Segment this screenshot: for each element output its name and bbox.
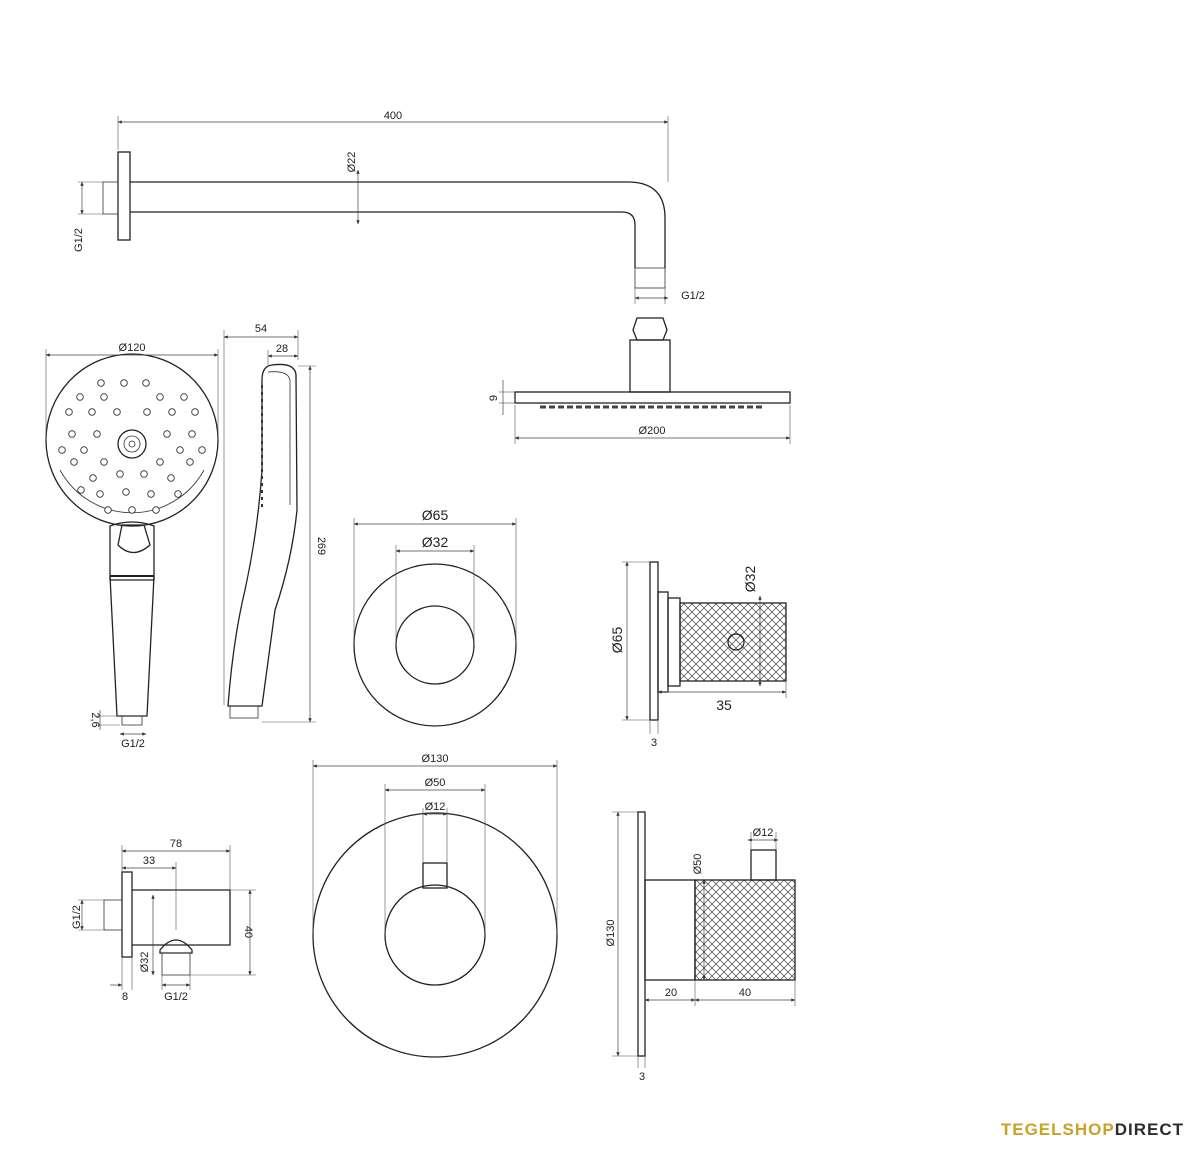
dim-elbow-outlet-dia: Ø32 (139, 952, 151, 973)
brand-logo: TEGELSHOPDIRECT (1001, 1120, 1184, 1140)
mixer-front-drawing: Ø130 Ø50 Ø12 (312, 753, 558, 1058)
dim-mixer-plate-thickness: 3 (639, 1071, 645, 1083)
dim-head-diameter: Ø200 (639, 425, 666, 437)
dim-mixer-side-knob: Ø50 (692, 854, 704, 875)
dim-rosette-inner: Ø32 (422, 534, 449, 550)
shower-arm-drawing: 400 Ø22 G1/2 G1/2 (73, 110, 705, 304)
dim-stop-knob: Ø32 (742, 566, 758, 593)
dim-elbow-height: 40 (242, 926, 254, 938)
stop-valve-side-drawing: Ø32 Ø65 35 3 (609, 561, 787, 749)
dim-arm-diameter: Ø22 (346, 152, 358, 173)
dim-hand-neck: 28 (276, 343, 288, 355)
dim-elbow-plate-thickness: 8 (122, 991, 128, 1003)
dim-hand-length: 269 (315, 537, 327, 555)
dim-elbow-wall-thread: G1/2 (71, 905, 83, 929)
nozzle-pattern (58, 379, 206, 514)
dim-hand-thread-length: 2,6 (89, 712, 101, 727)
dim-elbow-outlet-thread: G1/2 (164, 991, 188, 1003)
wall-elbow-drawing: 78 33 40 G1/2 Ø32 G1/2 8 (71, 838, 256, 1003)
dim-mixer-base: 20 (665, 987, 677, 999)
hand-shower-side-drawing: 54 28 269 (223, 323, 327, 723)
dim-stop-plate: Ø65 (609, 627, 625, 654)
dim-arm-wall-thread: G1/2 (73, 228, 85, 252)
dim-hand-depth: 54 (255, 323, 267, 335)
stop-rosette-front-drawing: Ø65 Ø32 (353, 507, 517, 727)
dim-head-thickness: 9 (488, 395, 500, 401)
dim-arm-length: 400 (384, 110, 402, 122)
dim-stop-length: 35 (716, 697, 732, 713)
dim-mixer-knob: Ø50 (425, 777, 446, 789)
dim-mixer-knob-length: 40 (739, 987, 751, 999)
dim-arm-head-thread: G1/2 (681, 290, 705, 302)
dim-stop-plate-thickness: 3 (651, 737, 657, 749)
brand-part2: DIRECT (1114, 1120, 1184, 1139)
dim-hand-thread: G1/2 (121, 738, 145, 750)
dim-mixer-side-plate: Ø130 (605, 920, 617, 947)
dim-elbow-offset: 33 (143, 855, 155, 867)
hand-shower-front-drawing: Ø120 2,6 G1/2 (45, 342, 219, 750)
dim-elbow-total: 78 (170, 838, 182, 850)
dim-rosette-outer: Ø65 (422, 507, 449, 523)
dim-mixer-lever: Ø12 (425, 801, 446, 813)
brand-part1: TEGELSHOP (1000, 1120, 1115, 1139)
dim-mixer-side-lever: Ø12 (753, 827, 774, 839)
rain-head-drawing: 9 Ø200 (488, 317, 791, 444)
dim-mixer-outer: Ø130 (422, 753, 449, 765)
mixer-side-drawing: Ø12 Ø50 Ø130 20 40 3 (605, 811, 796, 1083)
dim-hand-diameter: Ø120 (119, 342, 146, 354)
